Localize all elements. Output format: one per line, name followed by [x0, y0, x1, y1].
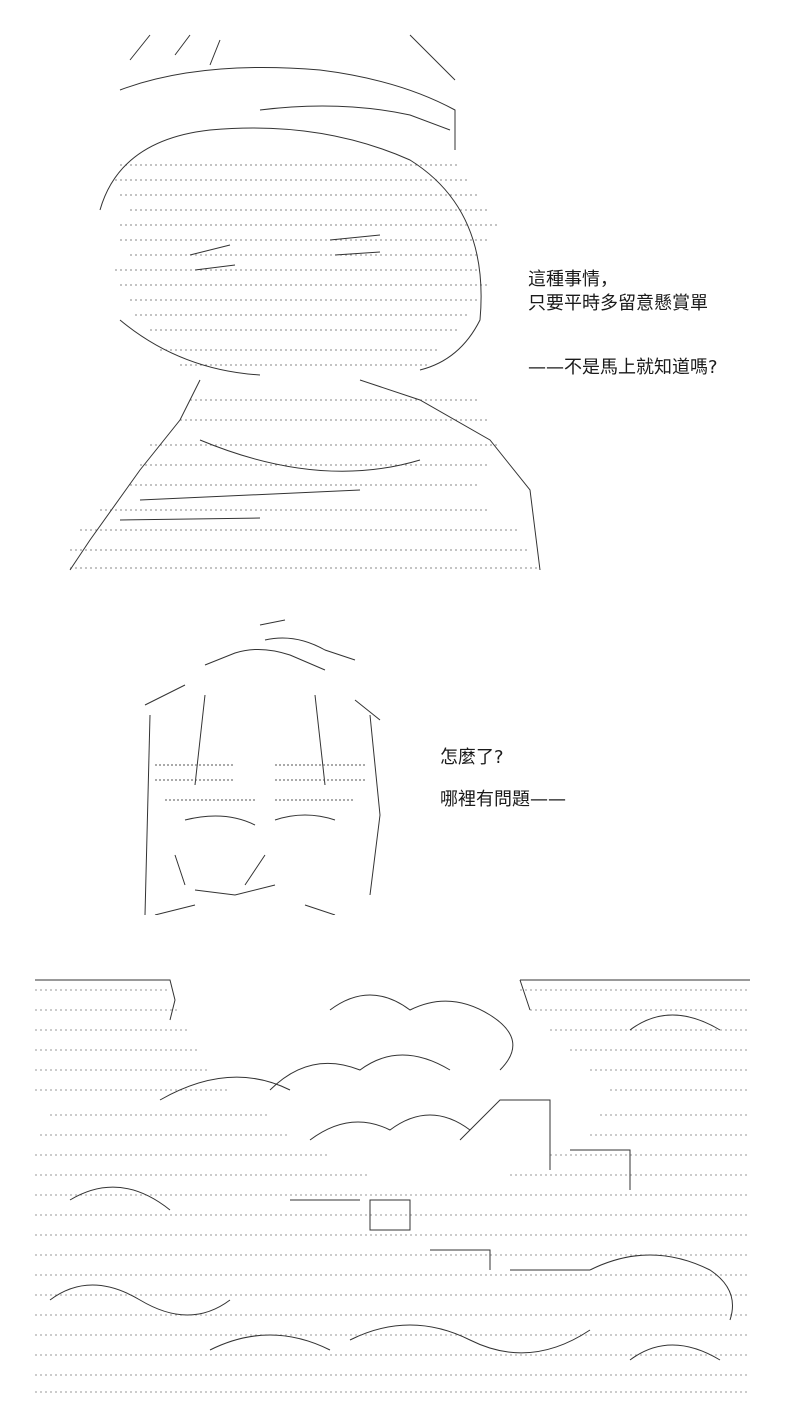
ascii-art-character-closeup	[125, 615, 395, 915]
dialogue-line: 只要平時多留意懸賞單	[528, 293, 708, 314]
dialogue-line: 怎麼了?	[440, 747, 504, 768]
panel-1: 這種事情， 只要平時多留意懸賞單 ——不是馬上就知道嗎?	[0, 0, 800, 590]
ascii-art-landscape	[30, 970, 750, 1400]
dialogue-line: ——不是馬上就知道嗎?	[528, 357, 718, 378]
dialogue-line: 哪裡有問題——	[440, 789, 566, 810]
ascii-art-hat-character	[60, 20, 560, 580]
panel-3	[0, 960, 800, 1410]
dialogue-panel-1: 這種事情， 只要平時多留意懸賞單 ——不是馬上就知道嗎?	[528, 268, 718, 380]
dialogue-panel-2: 怎麼了? 哪裡有問題——	[440, 746, 566, 812]
dialogue-line: 這種事情，	[528, 269, 618, 290]
panel-2: 怎麼了? 哪裡有問題——	[0, 600, 800, 930]
